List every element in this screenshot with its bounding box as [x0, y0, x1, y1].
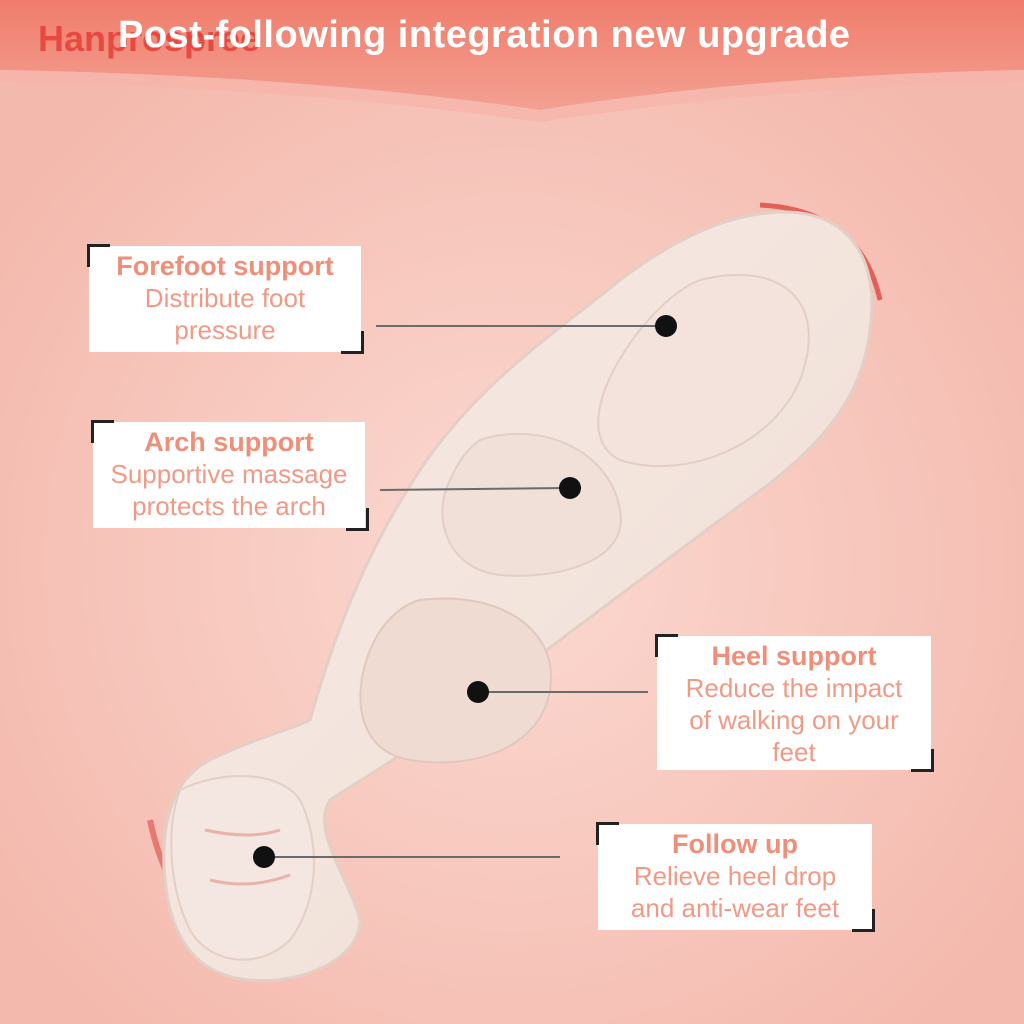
header-banner: [0, 0, 1024, 110]
heel-groove-2: [209, 873, 291, 886]
forefoot-pad: [597, 273, 810, 468]
callout-follow-up: Follow up Relieve heel drop and anti-wea…: [598, 824, 872, 930]
callout-title: Arch support: [144, 427, 314, 457]
corner-bracket: [911, 749, 934, 772]
watermark: Hanprospree: [38, 18, 261, 59]
banner-texture: [0, 70, 1024, 122]
callout-title: Follow up: [672, 829, 798, 859]
heel-groove-1: [204, 828, 281, 837]
header-banner-text-area: Hanprospree Post-following integration n…: [0, 0, 1024, 120]
heel-pad: [359, 597, 553, 764]
corner-bracket: [346, 508, 369, 531]
heel-cup: [170, 775, 315, 961]
callout-description: and anti-wear feet: [630, 893, 840, 923]
callout-arch-support: Arch support Supportive massage protects…: [93, 422, 365, 528]
callout-heel-support: Heel support Reduce the impact of walkin…: [657, 636, 931, 770]
corner-bracket: [341, 331, 364, 354]
corner-bracket: [596, 822, 619, 845]
marker-arch: [559, 477, 581, 499]
callout-description: Distribute foot: [144, 283, 306, 313]
callout-description: protects the arch: [132, 491, 326, 521]
banner-title: Post-following integration new upgrade: [118, 14, 851, 56]
arch-pad: [441, 432, 622, 577]
callout-forefoot-support: Forefoot support Distribute foot pressur…: [89, 246, 361, 352]
callout-title: Forefoot support: [116, 251, 334, 281]
marker-heel: [467, 681, 489, 703]
callout-description: Reduce the impact: [685, 673, 903, 703]
callout-description: Relieve heel drop: [633, 861, 837, 891]
marker-forefoot: [655, 315, 677, 337]
corner-bracket: [852, 909, 875, 932]
callout-description: feet: [772, 737, 816, 767]
marker-follow: [253, 846, 275, 868]
callout-title: Heel support: [711, 641, 877, 671]
callout-description: Supportive massage: [110, 459, 348, 489]
leader-line-arch: [379, 487, 567, 491]
callout-description: pressure: [174, 315, 276, 345]
corner-bracket: [91, 420, 114, 443]
corner-bracket: [87, 244, 110, 267]
callout-description: of walking on your: [689, 705, 899, 735]
corner-bracket: [655, 634, 678, 657]
